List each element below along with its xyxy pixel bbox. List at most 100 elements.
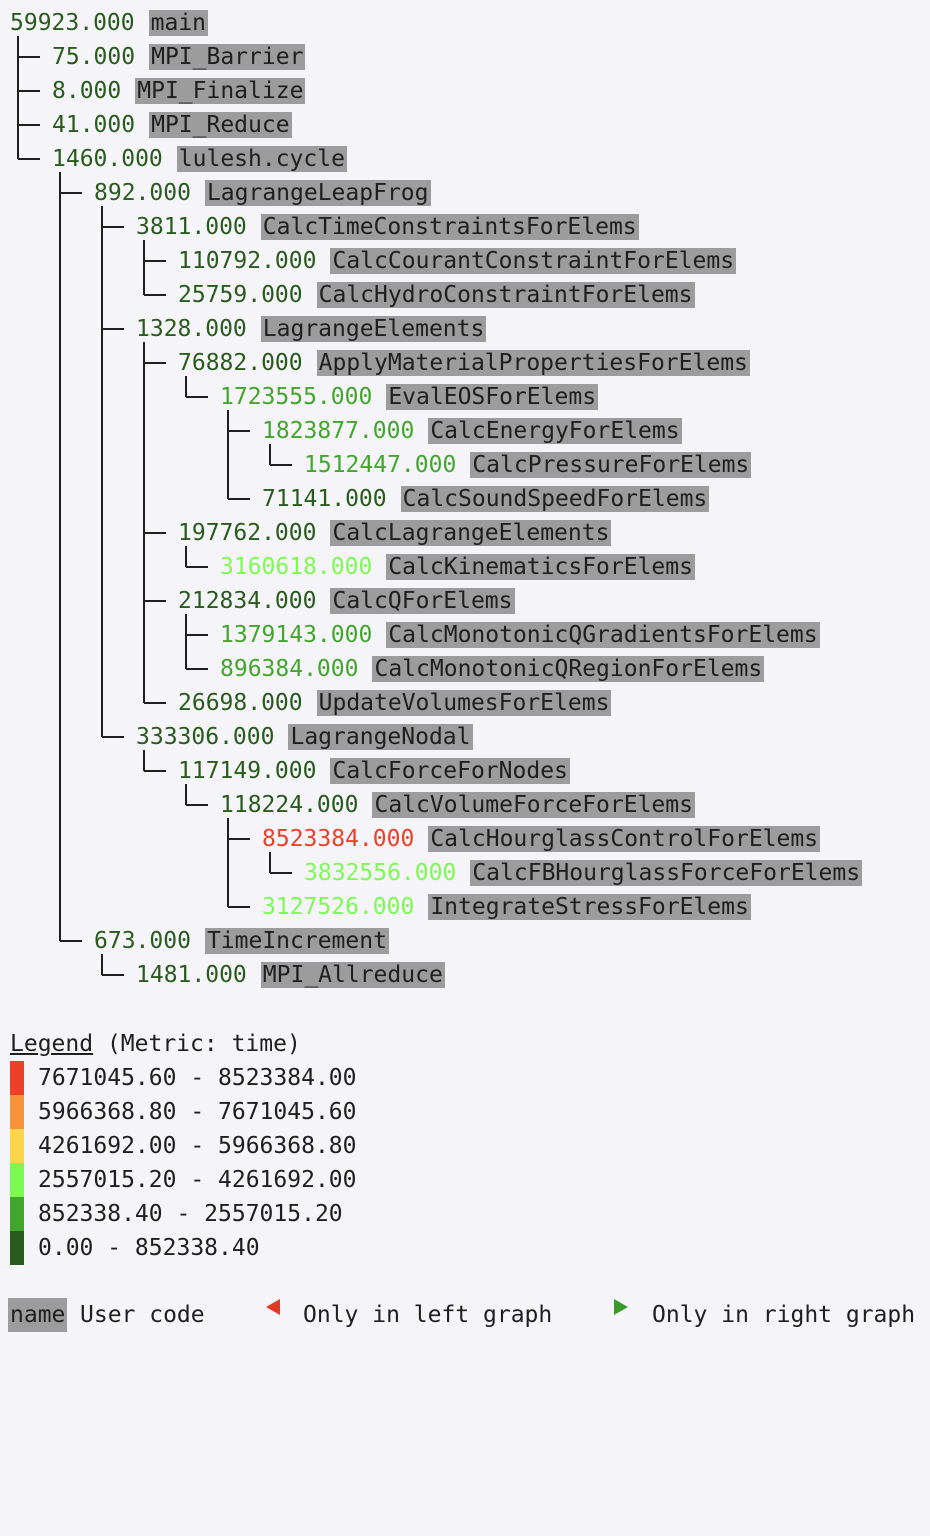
tree-node: 3127526.000 IntegrateStressForElems	[262, 890, 751, 924]
node-metric-value: 892.000	[94, 180, 191, 206]
node-function-name: IntegrateStressForElems	[428, 894, 751, 920]
node-function-name: main	[148, 10, 209, 36]
tree-node: 896384.000 CalcMonotonicQRegionForElems	[220, 652, 765, 686]
node-metric-value: 3160618.000	[220, 554, 373, 580]
node-metric-value: 212834.000	[178, 588, 317, 614]
legend-color-swatch	[10, 1163, 24, 1197]
legend-range-text: 2557015.20 - 4261692.00	[38, 1167, 357, 1193]
node-function-name: EvalEOSForElems	[386, 384, 599, 410]
legend-heading: Legend	[10, 1031, 94, 1057]
node-function-name: CalcSoundSpeedForElems	[400, 486, 710, 512]
user-code-name-sample: name	[8, 1298, 68, 1332]
node-function-name: CalcHourglassControlForElems	[428, 826, 821, 852]
node-function-name: CalcTimeConstraintsForElems	[260, 214, 639, 240]
node-metric-value: 1481.000	[136, 962, 247, 988]
legend-range-text: 852338.40 - 2557015.20	[38, 1201, 343, 1227]
node-function-name: MPI_Finalize	[135, 78, 306, 104]
node-function-name: CalcMonotonicQRegionForElems	[372, 656, 765, 682]
legend-range-text: 7671045.60 - 8523384.00	[38, 1065, 357, 1091]
node-metric-value: 75.000	[52, 44, 136, 70]
right-only-label: Only in right graph	[652, 1302, 916, 1328]
node-function-name: CalcPressureForElems	[470, 452, 752, 478]
node-metric-value: 3127526.000	[262, 894, 415, 920]
node-function-name: CalcFBHourglassForceForElems	[470, 860, 863, 886]
tree-node: 41.000 MPI_Reduce	[52, 108, 292, 142]
node-metric-value: 8523384.000	[262, 826, 415, 852]
node-function-name: MPI_Barrier	[149, 44, 306, 70]
node-function-name: CalcHydroConstraintForElems	[316, 282, 695, 308]
node-metric-value: 117149.000	[178, 758, 317, 784]
node-metric-value: 673.000	[94, 928, 191, 954]
node-function-name: CalcCourantConstraintForElems	[330, 248, 737, 274]
right-triangle-icon	[614, 1299, 628, 1315]
legend-range-text: 5966368.80 - 7671045.60	[38, 1099, 357, 1125]
node-function-name: MPI_Reduce	[149, 112, 292, 138]
tree-node: 1379143.000 CalcMonotonicQGradientsForEle…	[220, 618, 820, 652]
tree-node: 59923.000 main	[10, 6, 209, 40]
left-triangle-icon	[266, 1299, 280, 1315]
legend-color-swatch	[10, 1129, 24, 1163]
node-metric-value: 1512447.000	[304, 452, 457, 478]
node-metric-value: 76882.000	[178, 350, 303, 376]
tree-node: 212834.000 CalcQForElems	[178, 584, 515, 618]
node-metric-value: 25759.000	[178, 282, 303, 308]
node-function-name: CalcQForElems	[330, 588, 515, 614]
legend-color-swatch	[10, 1197, 24, 1231]
node-metric-value: 59923.000	[10, 10, 135, 36]
legend-title: Legend (Metric: time)	[10, 1027, 301, 1061]
tree-node: 1328.000 LagrangeElements	[136, 312, 487, 346]
legend-color-swatch	[10, 1061, 24, 1095]
left-only-label: Only in left graph	[303, 1302, 553, 1328]
legend-range-text: 4261692.00 - 5966368.80	[38, 1133, 357, 1159]
node-metric-value: 896384.000	[220, 656, 359, 682]
node-function-name: TimeIncrement	[204, 928, 389, 954]
legend-range-text: 0.00 - 852338.40	[38, 1235, 260, 1261]
tree-connector-lines	[17, 36, 292, 976]
node-metric-value: 1328.000	[136, 316, 247, 342]
node-metric-value: 1723555.000	[220, 384, 373, 410]
node-function-name: LagrangeNodal	[288, 724, 473, 750]
tree-node: 197762.000 CalcLagrangeElements	[178, 516, 612, 550]
node-function-name: CalcLagrangeElements	[330, 520, 612, 546]
node-function-name: CalcMonotonicQGradientsForElems	[386, 622, 820, 648]
tree-node: 3832556.000 CalcFBHourglassForceForElems	[304, 856, 863, 890]
tree-node: 3811.000 CalcTimeConstraintsForElems	[136, 210, 639, 244]
tree-node: 333306.000 LagrangeNodal	[136, 720, 473, 754]
tree-node: 26698.000 UpdateVolumesForElems	[178, 686, 612, 720]
legend-metric: (Metric: time)	[93, 1031, 301, 1057]
node-metric-value: 3811.000	[136, 214, 247, 240]
node-metric-value: 3832556.000	[304, 860, 457, 886]
user-code-label: User code	[80, 1302, 205, 1328]
legend-color-swatch	[10, 1231, 24, 1265]
node-function-name: LagrangeElements	[260, 316, 487, 342]
tree-node: 1723555.000 EvalEOSForElems	[220, 380, 599, 414]
tree-node: 71141.000 CalcSoundSpeedForElems	[262, 482, 710, 516]
tree-node: 25759.000 CalcHydroConstraintForElems	[178, 278, 695, 312]
node-metric-value: 71141.000	[262, 486, 387, 512]
node-function-name: LagrangeLeapFrog	[204, 180, 431, 206]
node-metric-value: 333306.000	[136, 724, 275, 750]
node-function-name: UpdateVolumesForElems	[316, 690, 612, 716]
node-metric-value: 197762.000	[178, 520, 317, 546]
tree-node: 75.000 MPI_Barrier	[52, 40, 306, 74]
node-metric-value: 118224.000	[220, 792, 359, 818]
footer-key: name User code Only in left graph Only i…	[0, 1298, 930, 1332]
node-metric-value: 41.000	[52, 112, 136, 138]
tree-node: 3160618.000 CalcKinematicsForElems	[220, 550, 695, 584]
tree-node: 892.000 LagrangeLeapFrog	[94, 176, 431, 210]
node-function-name: CalcKinematicsForElems	[386, 554, 695, 580]
tree-node: 8523384.000 CalcHourglassControlForElems	[262, 822, 821, 856]
node-metric-value: 26698.000	[178, 690, 303, 716]
node-function-name: lulesh.cycle	[176, 146, 347, 172]
tree-node: 673.000 TimeIncrement	[94, 924, 389, 958]
node-metric-value: 1379143.000	[220, 622, 373, 648]
legend-color-swatch	[10, 1095, 24, 1129]
